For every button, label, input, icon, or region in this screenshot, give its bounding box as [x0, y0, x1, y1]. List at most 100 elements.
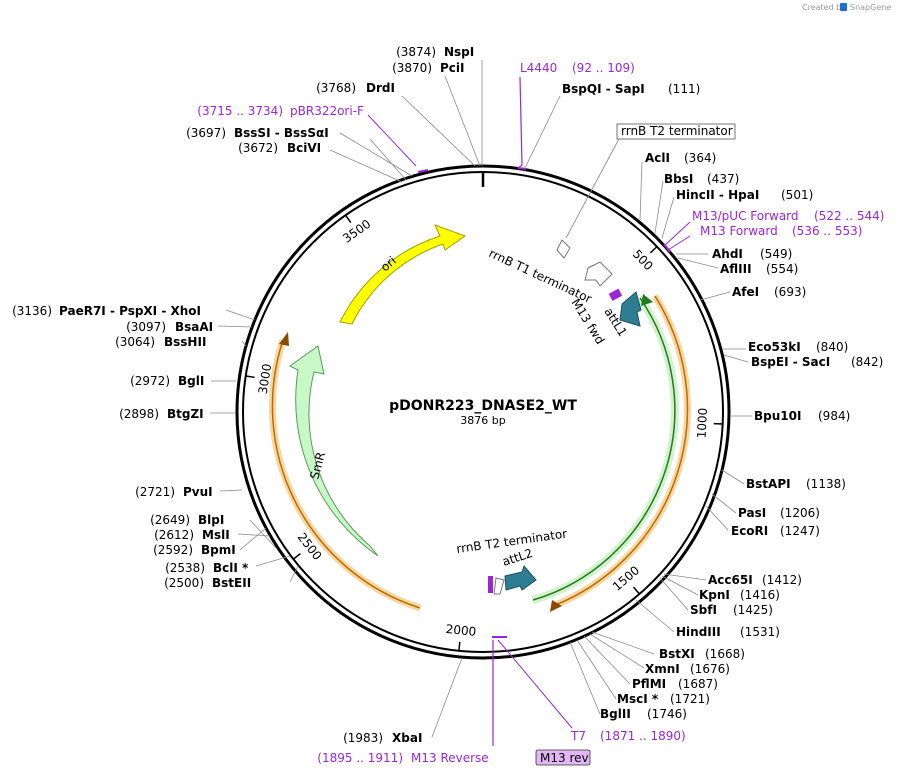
attl2-label: attL2 — [501, 546, 535, 569]
tick-mark-3000 — [245, 375, 255, 379]
bstxi-pos: (1668) — [705, 647, 745, 661]
orf-green-start-icon — [641, 294, 653, 306]
afliii-site[interactable]: AflIII — [720, 262, 752, 276]
bstxi-site[interactable]: BstXI — [659, 647, 695, 661]
bpu10i-site[interactable]: Bpu10I — [754, 409, 801, 423]
bgli-site[interactable]: BglI — [178, 374, 204, 388]
tick-mark-2000 — [458, 641, 461, 651]
bpmi-site[interactable]: BpmI — [201, 543, 236, 557]
bstapi-site[interactable]: BstAPI — [746, 477, 791, 491]
ecori-pos: (1247) — [780, 524, 820, 538]
msli-site[interactable]: MslI — [202, 528, 230, 542]
m13rev-primer[interactable]: M13 Reverse — [411, 751, 489, 765]
bpmi-pos: (2592) — [153, 543, 193, 557]
paer7i-site[interactable]: PaeR7I - PspXI - XhoI — [59, 304, 201, 318]
bsteii-pos: (2500) — [164, 576, 204, 590]
tick-label-2000: 2000 — [445, 622, 477, 639]
paer7i-pos: (3136) — [12, 304, 52, 318]
btgzi-site[interactable]: BtgZI — [167, 407, 204, 421]
m13puc-primer-range: (522 .. 544) — [814, 209, 884, 223]
leader-lines — [210, 60, 752, 738]
bspqi-pos: (111) — [668, 82, 700, 96]
pbr322-primer[interactable]: pBR322ori-F — [290, 104, 364, 118]
bsteii-site[interactable]: BstEII — [212, 576, 251, 590]
rrnb-t2-label: rrnB T2 terminator — [621, 124, 733, 138]
bspqi-site[interactable]: BspQI - SapI — [562, 82, 645, 96]
m13puc-primer[interactable]: M13/pUC Forward — [692, 209, 799, 223]
bcli-pos: (2538) — [165, 561, 205, 575]
bglii-site[interactable]: BglII — [600, 707, 631, 721]
pasi-site[interactable]: PasI — [738, 506, 766, 520]
bcivi-site[interactable]: BciVI — [287, 141, 321, 155]
bbsi-pos: (437) — [707, 172, 739, 186]
bsshii-site[interactable]: BssHII — [164, 335, 206, 349]
bgli-pos: (2972) — [130, 374, 170, 388]
pflmi-site[interactable]: PflMI — [632, 677, 666, 691]
credit-brand: SnapGene — [850, 3, 891, 12]
attl2-feature-arrow[interactable] — [504, 565, 537, 591]
plasmid-name: pDONR223_DNASE2_WT — [389, 398, 577, 414]
pflmi-pos: (1687) — [678, 677, 718, 691]
xbai-pos: (1983) — [343, 731, 383, 745]
afei-site[interactable]: AfeI — [732, 285, 759, 299]
hindiii-site[interactable]: HindIII — [676, 625, 721, 639]
bspei-pos: (842) — [851, 355, 883, 369]
m13rev-primer-range: (1895 .. 1911) — [317, 751, 403, 765]
tick-label-1000: 1000 — [694, 407, 710, 438]
bcli-site[interactable]: BclI * — [213, 561, 249, 575]
orf-orange-right-line — [552, 295, 689, 607]
attl1-feature-arrow[interactable] — [619, 291, 642, 327]
pcii-pos: (3870) — [392, 61, 432, 75]
eco53ki-pos: (840) — [816, 340, 848, 354]
credit-text: Created by — [802, 3, 846, 12]
ori-feature-arrow[interactable] — [339, 224, 467, 325]
bpu10i-pos: (984) — [818, 409, 850, 423]
snapgene-logo-icon — [840, 3, 847, 11]
bbsi-site[interactable]: BbsI — [664, 172, 693, 186]
bsaai-site[interactable]: BsaAI — [175, 320, 213, 334]
msci-site[interactable]: MscI * — [617, 692, 659, 706]
nspi-site[interactable]: NspI — [444, 45, 474, 59]
m13-rev-label-box[interactable] — [535, 749, 591, 766]
orf-green-line — [532, 297, 676, 601]
bsssi-site[interactable]: BssSI - BssSαI — [234, 126, 329, 140]
rrnb-t1-terminator-arrow[interactable] — [584, 261, 613, 287]
ahdi-pos: (549) — [760, 247, 792, 261]
bspei-site[interactable]: BspEI - SacI — [751, 355, 830, 369]
blpi-site[interactable]: BlpI — [198, 513, 224, 527]
btgzi-pos: (2898) — [119, 407, 159, 421]
l4440-primer-range: (92 .. 109) — [572, 61, 635, 75]
rrnb-t2-label-box — [616, 123, 736, 140]
m13f-primer[interactable]: M13 Forward — [700, 224, 778, 238]
bsshii-pos: (3064) — [115, 335, 155, 349]
hincii-site[interactable]: HincII - HpaI — [676, 188, 759, 202]
l4440-primer[interactable]: L4440 — [520, 61, 557, 75]
orf-orange-right-head-icon — [550, 600, 562, 612]
drdi-pos: (3768) — [316, 81, 356, 95]
backbone-outer-ring — [235, 164, 731, 660]
ahdi-site[interactable]: AhdI — [712, 247, 743, 261]
acli-site[interactable]: AclI — [645, 151, 670, 165]
eco53ki-site[interactable]: Eco53kI — [748, 340, 801, 354]
smr-feature-arrow[interactable] — [289, 345, 379, 557]
xmni-site[interactable]: XmnI — [645, 662, 680, 676]
pcii-site[interactable]: PciI — [440, 61, 465, 75]
xbai-site[interactable]: XbaI — [392, 731, 422, 745]
sbfi-site[interactable]: SbfI — [690, 603, 717, 617]
acc65i-site[interactable]: Acc65I — [708, 573, 753, 587]
pvui-site[interactable]: PvuI — [183, 485, 213, 499]
site-labels-left: (3874) NspI (3870) PciI (3768) DrdI (371… — [12, 45, 489, 765]
t7-promoter-arrow[interactable] — [493, 577, 505, 595]
rrnb-t2-terminator-arrow[interactable] — [556, 239, 571, 259]
plasmid-length: 3876 bp — [460, 414, 505, 427]
t7-primer[interactable]: T7 — [570, 729, 586, 743]
m13f-primer-range: (536 .. 553) — [792, 224, 862, 238]
msci-pos: (1721) — [670, 692, 710, 706]
bglii-pos: (1746) — [647, 707, 687, 721]
kpni-site[interactable]: KpnI — [699, 588, 730, 602]
drdi-site[interactable]: DrdI — [366, 81, 395, 95]
hincii-pos: (501) — [781, 188, 813, 202]
ecori-site[interactable]: EcoRI — [731, 524, 768, 538]
tick-mark-3500 — [344, 214, 352, 224]
